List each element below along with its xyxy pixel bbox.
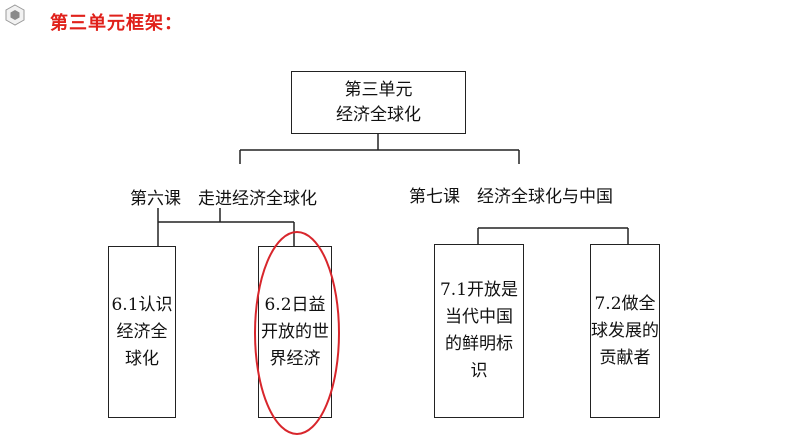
section-7-2-box: 7.2做全球发展的贡献者	[590, 244, 660, 418]
lesson-7-title: 第七课 经济全球化与中国	[409, 187, 613, 207]
page-title: 第三单元框架：	[50, 13, 183, 34]
section-6-2-label: 6.2日益开放的世界经济	[261, 294, 329, 369]
root-title: 第三单元	[344, 79, 413, 100]
section-7-1-label: 7.1开放是当代中国的鲜明标识	[439, 280, 519, 381]
root-node: 第三单元 经济全球化	[291, 71, 466, 134]
lesson-6-title: 第六课 走进经济全球化	[130, 189, 317, 209]
section-7-1-box: 7.1开放是当代中国的鲜明标识	[434, 244, 524, 418]
section-6-2-box: 6.2日益开放的世界经济	[258, 246, 332, 418]
section-6-1-label: 6.1认识经济全球化	[111, 294, 173, 369]
section-7-2-label: 7.2做全球发展的贡献者	[591, 293, 659, 368]
logo-icon	[5, 4, 25, 26]
root-subtitle: 经济全球化	[336, 104, 421, 125]
section-6-1-box: 6.1认识经济全球化	[108, 246, 176, 418]
